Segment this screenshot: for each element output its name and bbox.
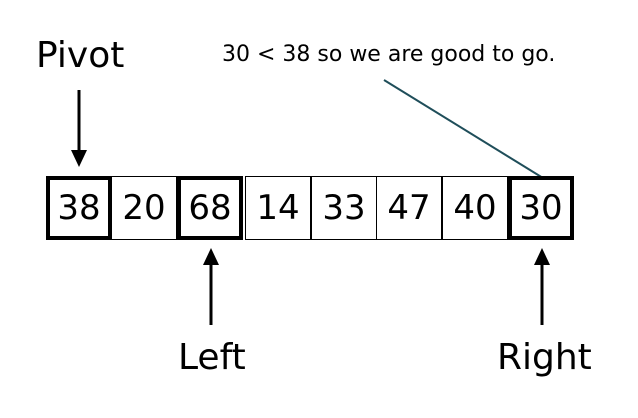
array-cell: 33 — [311, 176, 377, 240]
array-cell: 40 — [442, 176, 508, 240]
right-label: Right — [497, 337, 592, 378]
array-cell-right: 30 — [508, 176, 574, 240]
array-cell: 14 — [245, 176, 311, 240]
array-cell: 47 — [376, 176, 442, 240]
array-cell-left: 68 — [177, 176, 243, 240]
pivot-label: Pivot — [36, 35, 125, 76]
pivot-arrow — [71, 90, 87, 167]
callout-line — [383, 79, 544, 179]
right-arrow — [534, 248, 550, 325]
left-label: Left — [178, 337, 246, 378]
array-cell-pivot: 38 — [46, 176, 112, 240]
comparison-note: 30 < 38 so we are good to go. — [222, 42, 556, 67]
array-cell: 20 — [111, 176, 177, 240]
left-arrow — [203, 248, 219, 325]
